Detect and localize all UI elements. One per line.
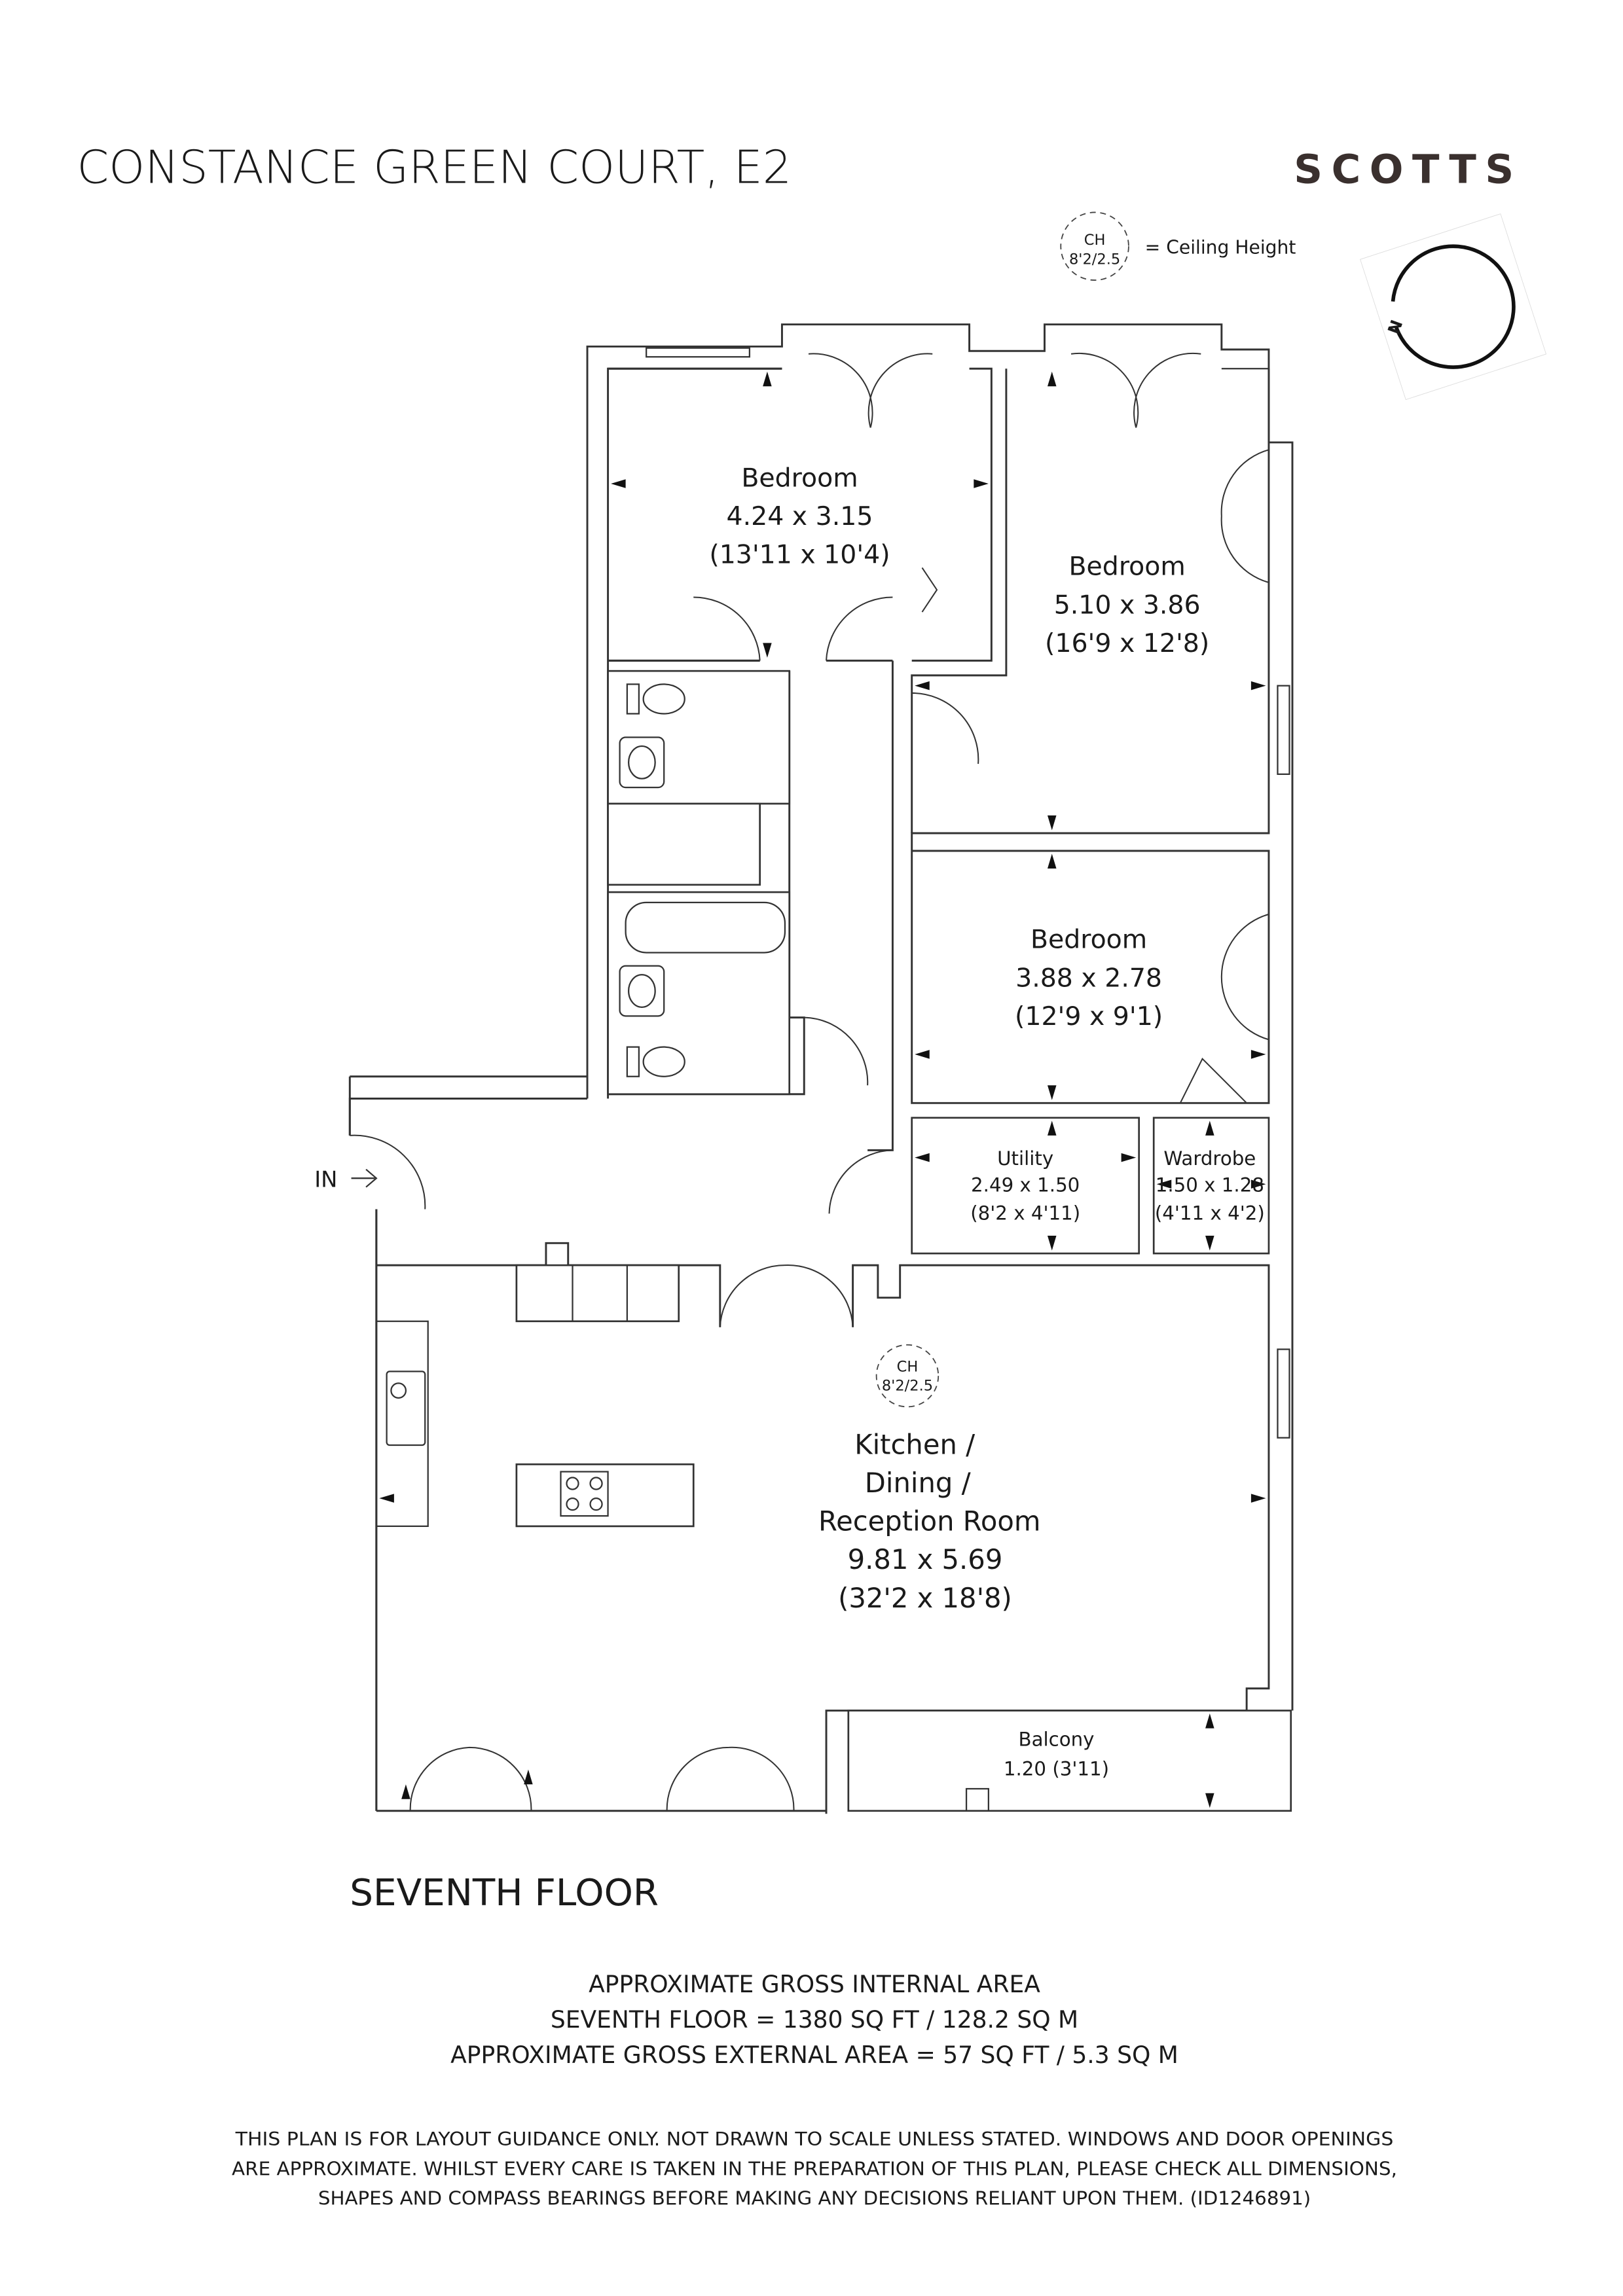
ch-value: 8'2/2.5 <box>1069 251 1120 268</box>
room-imperial: (8'2 x 4'11) <box>970 1202 1080 1224</box>
room-metric: 5.10 x 3.86 <box>1054 590 1201 620</box>
room-name: Bedroom <box>1069 552 1186 582</box>
room-imperial: (13'11 x 10'4) <box>709 540 890 570</box>
room-imperial: (32'2 x 18'8) <box>838 1582 1012 1614</box>
room-balcony: Balcony 1.20 (3'11) <box>1004 1729 1109 1780</box>
disclaimer-line-3: SHAPES AND COMPASS BEARINGS BEFORE MAKIN… <box>318 2187 1311 2209</box>
room-name: Wardrobe <box>1163 1147 1256 1170</box>
room-name: Utility <box>997 1147 1053 1170</box>
room-metric: 4.24 x 3.15 <box>727 501 873 531</box>
room-imperial: (16'9 x 12'8) <box>1045 628 1209 658</box>
arrow-right-icon <box>351 1168 378 1188</box>
room-metric: 3.88 x 2.78 <box>1015 963 1162 993</box>
hob-icon <box>560 1471 609 1517</box>
room-name: Bedroom <box>1030 925 1147 955</box>
disclaimer: THIS PLAN IS FOR LAYOUT GUIDANCE ONLY. N… <box>232 2128 1397 2209</box>
disclaimer-line-2: ARE APPROXIMATE. WHILST EVERY CARE IS TA… <box>232 2158 1397 2179</box>
property-title: CONSTANCE GREEN COURT, E2 <box>77 141 792 194</box>
room-metric: 9.81 x 5.69 <box>848 1543 1003 1575</box>
room-kitchen-reception: CH 8'2/2.5 Kitchen / Dining / Reception … <box>818 1344 1040 1614</box>
disclaimer-line-1: THIS PLAN IS FOR LAYOUT GUIDANCE ONLY. N… <box>235 2128 1394 2150</box>
room-bedroom-2: Bedroom 5.10 x 3.86 (16'9 x 12'8) <box>1045 552 1209 658</box>
ch-meaning: = Ceiling Height <box>1145 237 1296 259</box>
room-imperial: (4'11 x 4'2) <box>1155 1202 1265 1224</box>
room-bedroom-1: Bedroom 4.24 x 3.15 (13'11 x 10'4) <box>709 463 890 570</box>
entrance-marker: IN <box>314 1167 378 1193</box>
ceiling-height-legend: CH 8'2/2.5 = Ceiling Height <box>1060 211 1296 281</box>
room-name-line1: Kitchen / <box>854 1429 976 1461</box>
ch-value: 8'2/2.5 <box>882 1378 933 1395</box>
room-name: Bedroom <box>741 463 858 493</box>
room-metric: 2.49 x 1.50 <box>971 1174 1080 1196</box>
room-metric: 1.20 (3'11) <box>1004 1758 1109 1780</box>
room-wardrobe: Wardrobe 1.50 x 1.28 (4'11 x 4'2) <box>1155 1147 1265 1224</box>
room-utility: Utility 2.49 x 1.50 (8'2 x 4'11) <box>970 1147 1080 1224</box>
area-line-1: APPROXIMATE GROSS INTERNAL AREA <box>589 1971 1040 1998</box>
ch-label: CH <box>897 1358 919 1375</box>
area-line-2: SEVENTH FLOOR = 1380 SQ FT / 128.2 SQ M <box>551 2007 1078 2034</box>
room-bedroom-3: Bedroom 3.88 x 2.78 (12'9 x 9'1) <box>1015 925 1163 1031</box>
bathroom-fixtures-icon <box>619 683 786 1077</box>
ch-label: CH <box>1084 232 1106 249</box>
floor-label: SEVENTH FLOOR <box>350 1872 659 1914</box>
room-name-line2: Dining / <box>865 1467 972 1499</box>
walls <box>348 323 1294 1814</box>
area-summary: APPROXIMATE GROSS INTERNAL AREA SEVENTH … <box>450 1971 1178 2069</box>
compass-icon: N <box>1360 213 1547 401</box>
compass-north-label: N <box>1384 317 1406 336</box>
room-metric: 1.50 x 1.28 <box>1156 1174 1264 1196</box>
room-name: Balcony <box>1018 1729 1094 1751</box>
room-name-line3: Reception Room <box>818 1505 1040 1537</box>
room-imperial: (12'9 x 9'1) <box>1015 1001 1163 1031</box>
dimension-arrows <box>379 371 1266 1808</box>
entrance-label: IN <box>314 1167 337 1193</box>
doors <box>350 352 1269 1811</box>
area-line-3: APPROXIMATE GROSS EXTERNAL AREA = 57 SQ … <box>450 2042 1178 2069</box>
brand-logo: SCOTTS <box>1294 147 1522 192</box>
